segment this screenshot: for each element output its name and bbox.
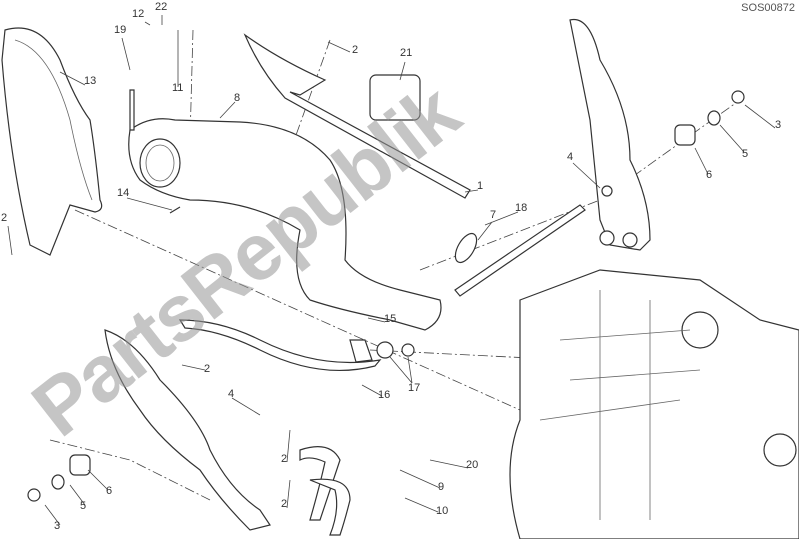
bracket-hole [622,232,638,248]
center-line [279,39,331,181]
plug-7 [454,232,478,264]
callout-label[interactable]: 8 [234,92,241,104]
left-footrest-bracket [104,329,271,531]
callout-label[interactable]: 4 [567,151,574,163]
cable-guide-10 [309,478,351,536]
washer-5 [707,110,721,126]
lower-chain-slider [178,319,382,372]
callout-label[interactable]: 13 [84,75,97,87]
bore-inner [145,144,175,182]
right-footrest-bracket [569,18,651,251]
callout-label[interactable]: 2 [204,363,211,375]
callout-label[interactable]: 2 [1,212,8,224]
callout-label[interactable]: 17 [408,382,421,394]
diagram-code: SOS00872 [741,2,795,14]
bush-16 [349,339,373,363]
chain-guard [243,33,471,199]
callout-label[interactable]: 19 [114,24,127,36]
callout-label[interactable]: 6 [706,169,713,181]
center-line [49,439,211,501]
callout-label[interactable]: 10 [436,505,449,517]
callout-label[interactable]: 21 [400,47,413,59]
bush-6-left [69,454,91,476]
washer-17 [376,341,394,359]
washer-17 [401,343,415,357]
swingarm [128,118,442,331]
engine [509,269,799,539]
bush-6 [674,124,696,146]
engine-detail [539,290,701,520]
callout-label[interactable]: 2 [352,44,359,56]
callout-label[interactable]: 1 [477,180,484,192]
callout-label[interactable]: 20 [466,459,479,471]
callout-label[interactable]: 5 [742,148,749,160]
callout-label[interactable]: 3 [775,119,782,131]
sticker [369,74,421,121]
mudguard-edge [14,39,93,201]
bracket-hole [599,230,615,246]
screw-14 [169,206,181,214]
callout-label[interactable]: 18 [515,202,528,214]
bolt-19 [129,89,135,131]
callout-label[interactable]: 4 [228,388,235,400]
callout-label[interactable]: 2 [281,453,288,465]
rear-mudguard [1,27,103,256]
callout-label[interactable]: 12 [132,8,145,20]
callout-label[interactable]: 3 [54,520,61,532]
callout-label[interactable]: 15 [384,313,397,325]
callout-label[interactable]: 14 [117,187,130,199]
engine-cover [681,311,719,349]
callout-label[interactable]: 11 [172,82,184,94]
washer-4 [601,185,613,197]
callout-label[interactable]: 22 [155,1,168,13]
callout-label[interactable]: 9 [438,481,445,493]
callout-label[interactable]: 5 [80,500,87,512]
callout-label[interactable]: 2 [281,498,288,510]
leader-lines [7,15,776,526]
callout-label[interactable]: 6 [106,485,113,497]
callout-label[interactable]: 7 [490,209,497,221]
pivot-shaft [454,204,586,297]
washer-5-left [51,474,65,490]
callout-label[interactable]: 16 [378,389,391,401]
screw-3-left [27,488,41,502]
engine-cover [763,433,797,467]
center-line [74,209,521,411]
screw-3 [731,90,745,104]
